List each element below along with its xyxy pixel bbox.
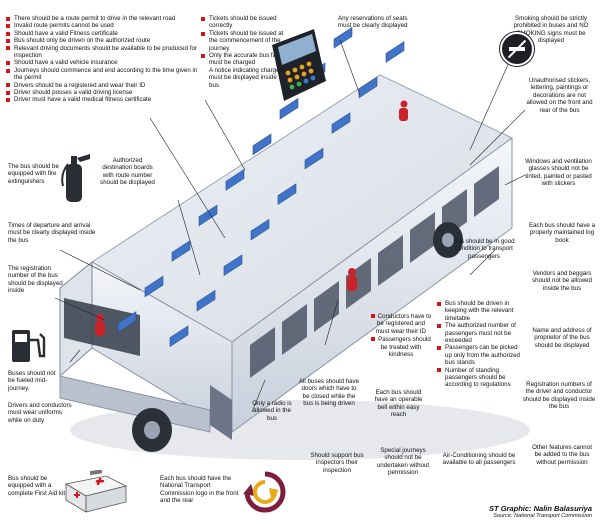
ticket-machine-icon [272,29,326,101]
bus-front-bumper [59,375,211,433]
bus-wheels [132,222,463,452]
radio-text: Only a radio is allowed in the bus [252,400,292,422]
windows-text: Windows and ventilation glasses should n… [525,158,592,188]
list-item: Should have a valid Fitness certificate [6,30,201,37]
list-item: Tickets should be issued correctly [201,15,291,30]
bell-text: Each bus should have an operable bell wi… [374,389,423,419]
destination-text: Authorized destination boards with route… [100,157,155,187]
ntc-logo-icon [243,471,286,513]
list-item: Number of standing passengers should be … [437,367,525,389]
list-item: There should be a route permit to drive … [6,15,201,22]
stickers-text: Unauthorised stickers, lettering, painti… [526,77,593,114]
list-item: The authorized number of passengers must… [437,322,525,344]
registration-numbers-text: Registration numbers of the driver and c… [522,381,596,411]
list-item: Journeys should commence and end accordi… [6,67,201,82]
bus-side-windows [250,166,499,378]
credit: ST Graphic: Nalin Balasuriya Source: Nat… [489,504,592,519]
route-rules-block: There should be a route permit to drive … [6,15,201,104]
list-item: Relevant driving documents should be ava… [6,45,201,60]
list-item: Driver must have a valid medical fitness… [6,96,201,103]
tickets-block: Tickets should be issued correctly Ticke… [201,15,291,89]
vendors-text: Vendors and beggars should not be allowe… [532,270,592,292]
first-aid-kit-icon [64,470,128,513]
timetable-block: Bus should be driven in keeping with the… [437,300,525,389]
bus-door [210,385,232,440]
list-item: Passengers can be picked up only from th… [437,344,525,366]
aircon-text: Air-Conditioning should be available to … [442,452,516,467]
fire-extinguisher-icon [61,154,90,202]
list-item: Conductors have to be registered and mus… [370,313,432,335]
doors-text: All buses should have doors which have t… [298,378,360,408]
route-rules-list: There should be a route permit to drive … [6,15,201,104]
reg-number-text: The registration number of the bus shoul… [8,265,63,295]
other-features-text: Other features cannot be added to the bu… [532,444,592,466]
list-item: Bus should be driven in keeping with the… [437,300,525,322]
ntc-logo-text: Each bus should have the National Transp… [160,475,239,505]
list-item: Invalid route permits cannot be used [6,22,201,29]
list-item: Bus should only be driven on the authori… [6,37,201,44]
list-item: Driver should posses a valid driving lic… [6,89,201,96]
times-text: Times of departure and arrival must be c… [8,222,96,244]
special-text: Special journeys should not be undertake… [376,447,430,477]
uniforms-text: Drivers and conductors must wear uniform… [8,402,72,424]
list-item: Drivers should be a registered and wear … [6,82,201,89]
proprietor-text: Name and address of proprietor of the bu… [532,327,592,349]
extinguishers-text: The bus should be equipped with fire ext… [8,163,59,185]
logbook-text: Each bus should have a properly maintain… [528,222,596,244]
fuel-pump-icon [12,330,46,362]
smoking-text: Smoking should be strictly prohibited in… [513,15,589,45]
no-smoking-icon [500,32,534,66]
first-aid-text: Bus should be equipped with a complete F… [8,475,66,497]
list-item: Passengers should be treated with kindne… [370,336,432,358]
fuel-text: Buses should not be fueled mid-journey. [8,370,56,392]
inspectors-text: Should support bus inspectors their insp… [310,452,364,474]
credit-graphic: ST Graphic: Nalin Balasuriya [489,504,592,513]
credit-source: Source: National Transport Commission [493,513,592,519]
list-item: Should have a valid vehicle insurance [6,59,201,66]
conductor-block: Conductors have to be registered and mus… [370,313,432,358]
leader-lines [54,39,526,413]
list-item: Tickets should be issued at the commence… [201,30,291,52]
tickets-list: Tickets should be issued correctly Ticke… [201,15,291,67]
notice-text: A notice indicating charges must be disp… [209,66,288,89]
condition-text: Bus should be in good condition to trans… [453,238,515,260]
timetable-list: Bus should be driven in keeping with the… [437,300,525,389]
list-item: Only the accurate bus fare must be charg… [201,52,291,67]
bus-people [95,100,408,336]
reservations-text: Any reservations of seats must be clearl… [338,15,408,30]
